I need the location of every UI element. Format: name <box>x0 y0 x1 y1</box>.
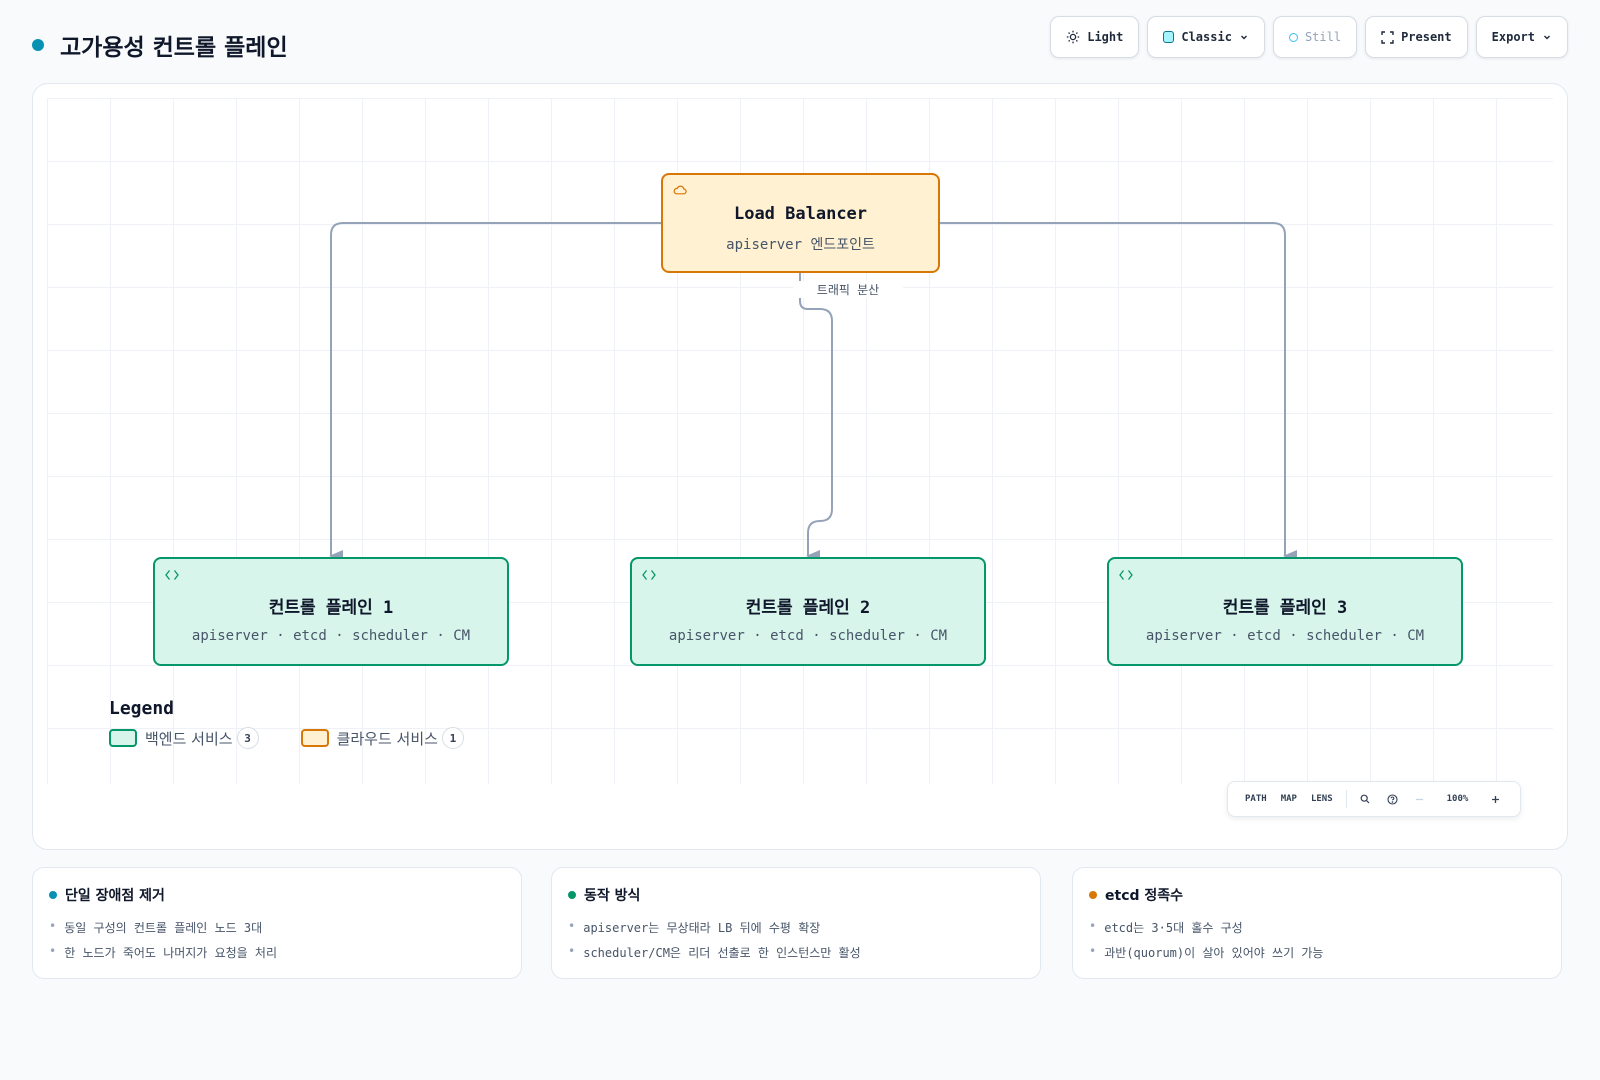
node-control-plane-3[interactable]: 컨트롤 플레인 3 apiserver · etcd · scheduler ·… <box>1107 557 1463 666</box>
legend-item-label: 클라우드 서비스 <box>336 729 438 748</box>
present-button-label: Present <box>1401 30 1452 44</box>
style-dropdown[interactable]: Classic <box>1147 16 1265 58</box>
node-title: 컨트롤 플레인 3 <box>1222 598 1348 618</box>
code-icon <box>1119 570 1133 580</box>
node-control-plane-2[interactable]: 컨트롤 플레인 2 apiserver · etcd · scheduler ·… <box>630 557 986 666</box>
node-subtitle: apiserver · etcd · scheduler · CM <box>1145 628 1425 644</box>
search-button[interactable] <box>1353 794 1377 804</box>
motion-button[interactable]: Still <box>1272 16 1358 58</box>
legend-item-cloud[interactable]: 클라우드 서비스 1 <box>300 727 464 749</box>
node-control-plane-1[interactable]: 컨트롤 플레인 1 apiserver · etcd · scheduler ·… <box>153 557 509 666</box>
divider <box>1345 790 1347 808</box>
code-icon <box>642 570 656 580</box>
legend: Legend 백엔드 서비스 3 클라우드 서비스 1 <box>109 698 464 749</box>
export-dropdown-label: Export <box>1491 30 1535 44</box>
legend-item-backend[interactable]: 백엔드 서비스 3 <box>109 727 259 749</box>
node-subtitle: apiserver 엔드포인트 <box>726 237 875 253</box>
lens-button[interactable]: LENS <box>1310 794 1333 804</box>
list-item: •과반(quorum)이 살아 있어야 쓰기 가능 <box>1089 944 1324 960</box>
search-icon <box>1360 794 1370 804</box>
diagram-edges <box>329 222 1297 562</box>
edge-lb-to-cp1 <box>329 222 661 562</box>
edge-lb-to-cp3 <box>939 222 1297 562</box>
list-item: •apiserver는 무상태라 LB 뒤에 수평 확장 <box>568 919 821 935</box>
legend-count-badge: 3 <box>236 727 259 749</box>
path-button[interactable]: PATH <box>1245 794 1267 804</box>
node-title: Load Balancer <box>733 204 868 224</box>
info-dot <box>49 891 57 899</box>
chevron-down-icon <box>1544 35 1550 40</box>
page-title-text: 고가용성 컨트롤 플레인 <box>60 35 288 61</box>
plus-icon <box>1492 795 1500 803</box>
fullscreen-icon <box>1381 30 1394 44</box>
edge-label-traffic: 트래픽 분산 <box>793 281 903 298</box>
style-swatch-icon <box>1163 31 1175 43</box>
node-subtitle: apiserver · etcd · scheduler · CM <box>191 628 471 644</box>
info-card-spof: 단일 장애점 제거 •동일 구성의 컨트롤 플레인 노드 3대 •한 노드가 죽… <box>32 867 522 979</box>
info-dot <box>1089 891 1097 899</box>
chevron-down-icon <box>1240 35 1247 40</box>
theme-button[interactable]: Light <box>1050 16 1140 58</box>
toolbar: Light Classic Still Present Export <box>1050 16 1568 58</box>
circle-icon <box>1288 32 1298 42</box>
export-dropdown[interactable]: Export <box>1475 16 1568 58</box>
info-card-title: 동작 방식 <box>584 888 641 904</box>
info-card-title: 단일 장애점 제거 <box>65 888 165 904</box>
legend-swatch-backend <box>109 729 137 747</box>
edge-lb-to-cp2 <box>799 272 833 562</box>
theme-button-label: Light <box>1087 30 1124 44</box>
list-item: •scheduler/CM은 리더 선출로 한 인스턴스만 활성 <box>568 944 861 960</box>
list-item: •한 노드가 죽어도 나머지가 요청을 처리 <box>49 944 277 960</box>
zoom-level: 100% <box>1446 794 1469 804</box>
info-dot <box>568 891 576 899</box>
node-subtitle: apiserver · etcd · scheduler · CM <box>668 628 948 644</box>
cloud-icon <box>673 185 687 195</box>
legend-item-label: 백엔드 서비스 <box>145 729 233 748</box>
sun-icon <box>1067 30 1080 44</box>
legend-count-badge: 1 <box>441 727 464 749</box>
node-title: 컨트롤 플레인 1 <box>268 598 394 618</box>
help-button[interactable] <box>1377 793 1408 805</box>
info-card-operation: 동작 방식 •apiserver는 무상태라 LB 뒤에 수평 확장 •sche… <box>551 867 1041 979</box>
list-item: •etcd는 3·5대 홀수 구성 <box>1089 919 1243 935</box>
minus-icon <box>1415 798 1423 800</box>
help-icon <box>1387 793 1398 805</box>
code-icon <box>165 570 179 580</box>
list-item: •동일 구성의 컨트롤 플레인 노드 3대 <box>49 919 263 935</box>
info-card-title: etcd 정족수 <box>1105 888 1184 904</box>
legend-title: Legend <box>109 698 175 719</box>
zoom-out-button[interactable] <box>1408 795 1431 804</box>
view-controls: PATH MAP LENS 100% <box>1227 781 1521 817</box>
page-title: 고가용성 컨트롤 플레인 <box>32 28 288 62</box>
map-button[interactable]: MAP <box>1280 794 1297 804</box>
legend-swatch-cloud <box>300 729 329 747</box>
zoom-in-button[interactable] <box>1484 795 1507 804</box>
present-button[interactable]: Present <box>1365 16 1468 58</box>
node-title: 컨트롤 플레인 2 <box>745 598 871 618</box>
diagram-canvas: 트래픽 분산 Load Balancer apiserver 엔드포인트 컨트롤… <box>32 83 1568 850</box>
node-load-balancer[interactable]: Load Balancer apiserver 엔드포인트 <box>661 173 940 273</box>
style-dropdown-label: Classic <box>1181 30 1232 44</box>
motion-button-label: Still <box>1304 30 1342 44</box>
info-card-etcd-quorum: etcd 정족수 •etcd는 3·5대 홀수 구성 •과반(quorum)이 … <box>1072 867 1562 979</box>
title-dot <box>32 39 44 51</box>
